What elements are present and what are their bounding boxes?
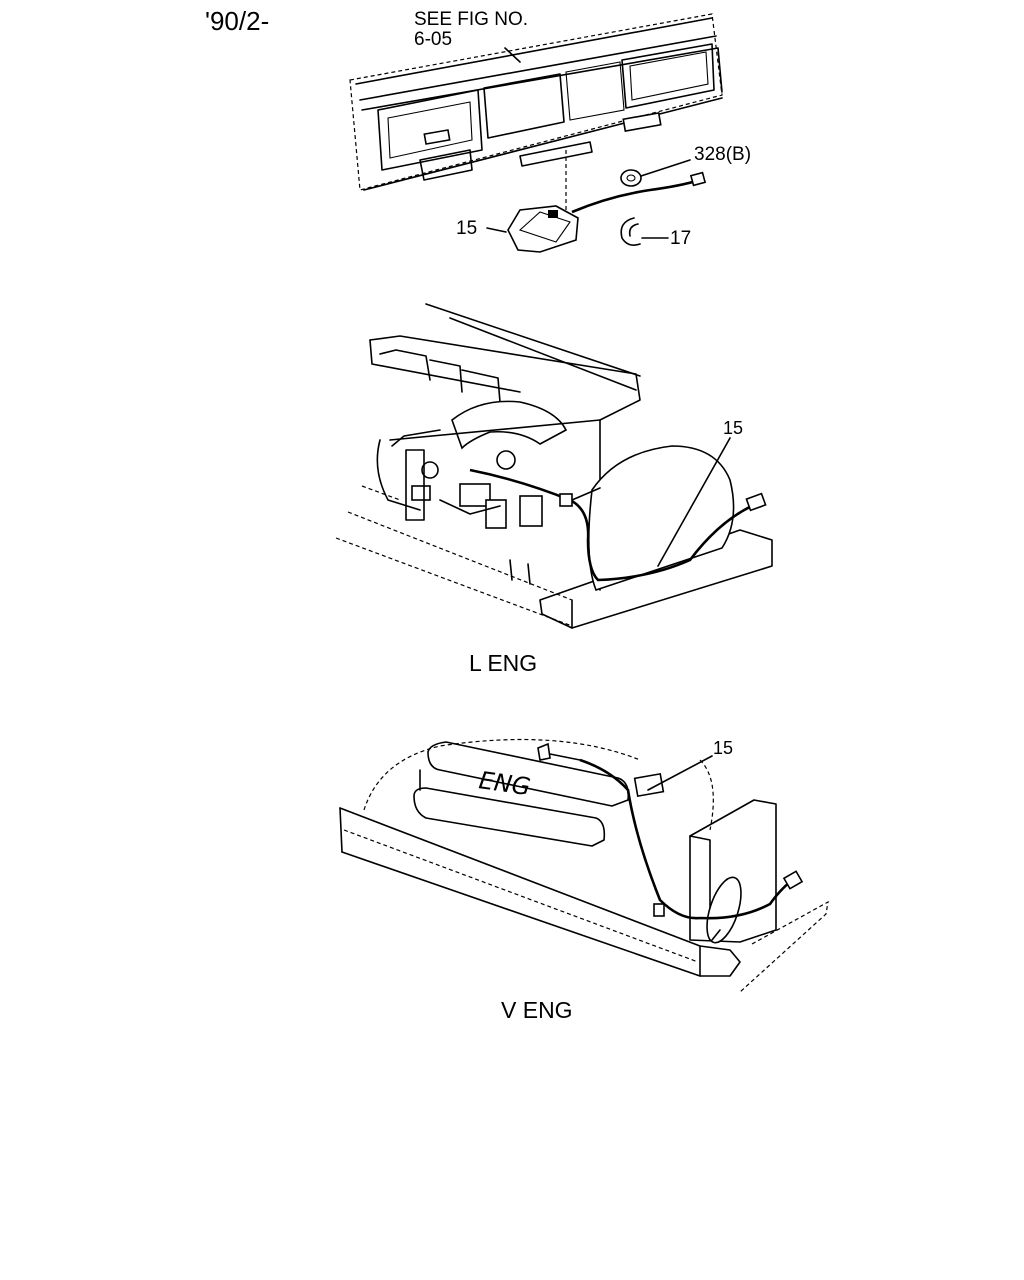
- v-eng-leader-15: [647, 755, 713, 791]
- see-fig-line1: SEE FIG NO.: [414, 9, 529, 30]
- callout-17: 17: [670, 228, 692, 249]
- date-code: '90/2-: [205, 6, 270, 36]
- grommet-part-328b: [620, 159, 691, 187]
- sensor-cable-v-eng: [579, 758, 791, 920]
- caption-v-eng: V ENG: [501, 997, 573, 1023]
- instrument-panel-drawing: [349, 13, 723, 191]
- see-fig-line2: 6-05: [414, 29, 453, 50]
- l-eng-leader-15: [657, 437, 731, 567]
- engine-cover-mark: ENG: [477, 766, 532, 801]
- sensor-cable-l-eng: [469, 468, 757, 582]
- callout-15-v-eng: 15: [713, 738, 734, 758]
- see-figure-reference: SEE FIG NO. 6-05: [414, 10, 528, 50]
- v-engine-drawing: [339, 738, 829, 993]
- sensor-cable-top: [571, 178, 701, 214]
- callout-15-l-eng: 15: [723, 418, 744, 438]
- callout-328b: 328(B): [694, 144, 752, 165]
- callout-15-top: 15: [456, 218, 478, 239]
- control-module-part-15: [486, 205, 579, 253]
- l-engine-drawing: [335, 303, 773, 629]
- caption-l-eng: L ENG: [469, 650, 538, 676]
- clip-part-17: [620, 217, 669, 246]
